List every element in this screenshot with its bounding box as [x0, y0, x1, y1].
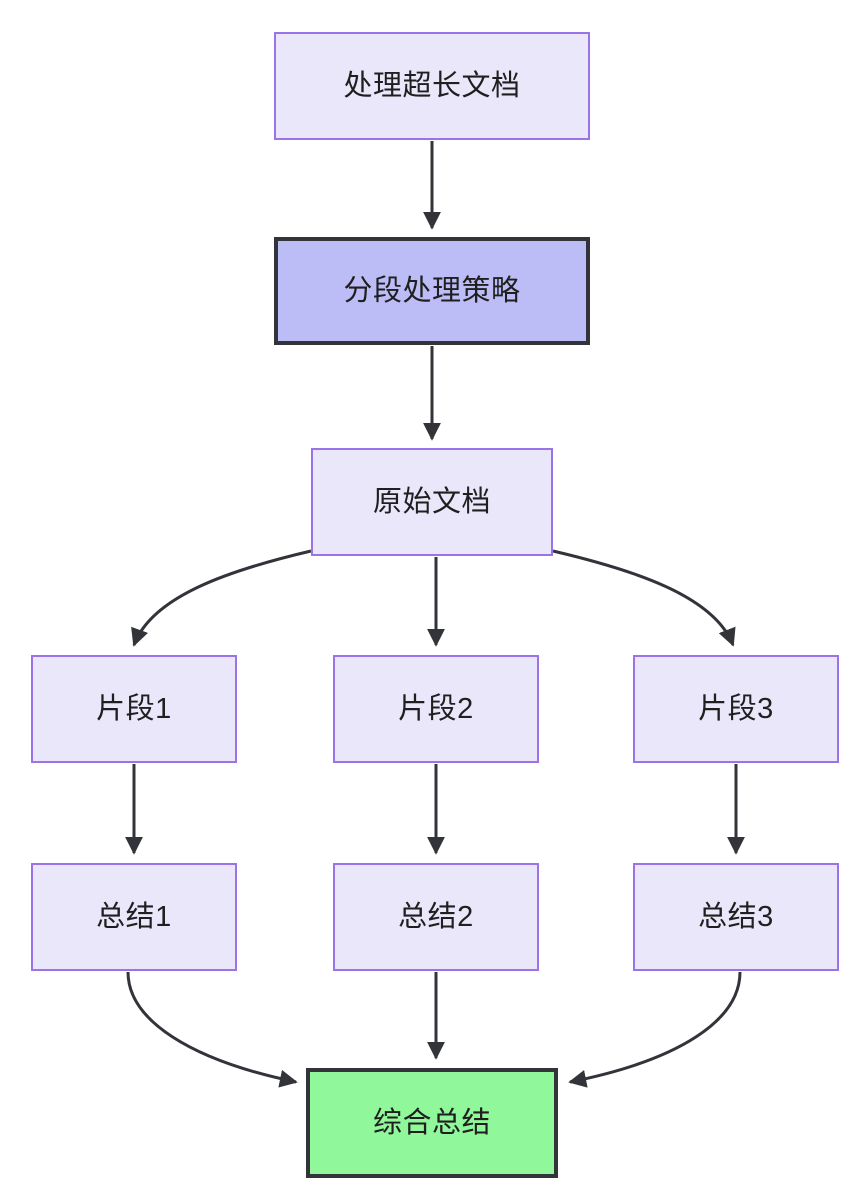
node-summary-2[interactable]: 总结2 — [333, 863, 539, 971]
node-summary-3[interactable]: 总结3 — [633, 863, 839, 971]
edge-summary-3-to-final-summary — [568, 971, 742, 1088]
node-label-summary-3: 总结3 — [698, 900, 774, 933]
node-fragment-2[interactable]: 片段2 — [333, 655, 539, 763]
edge-source-doc-to-fragment-3 — [552, 549, 736, 647]
node-final-summary[interactable]: 综合总结 — [306, 1068, 558, 1178]
node-label-summary-2: 总结2 — [398, 900, 474, 933]
node-summary-1[interactable]: 总结1 — [31, 863, 237, 971]
node-label-fragment-2: 片段2 — [398, 692, 474, 725]
node-doc-handling[interactable]: 处理超长文档 — [274, 32, 590, 140]
node-source-doc[interactable]: 原始文档 — [311, 448, 553, 556]
node-fragment-1[interactable]: 片段1 — [31, 655, 237, 763]
edge-source-doc-to-fragment-1 — [131, 549, 312, 647]
node-label-doc-handling: 处理超长文档 — [343, 69, 521, 102]
edge-summary-1-to-final-summary — [126, 971, 298, 1088]
node-label-source-doc: 原始文档 — [372, 485, 491, 518]
node-label-summary-1: 总结1 — [96, 900, 172, 933]
node-label-final-summary: 综合总结 — [372, 1106, 491, 1139]
node-label-chunk-strategy: 分段处理策略 — [343, 274, 521, 307]
node-label-fragment-1: 片段1 — [96, 692, 172, 725]
node-chunk-strategy[interactable]: 分段处理策略 — [274, 237, 590, 345]
node-label-fragment-3: 片段3 — [698, 692, 774, 725]
node-fragment-3[interactable]: 片段3 — [633, 655, 839, 763]
